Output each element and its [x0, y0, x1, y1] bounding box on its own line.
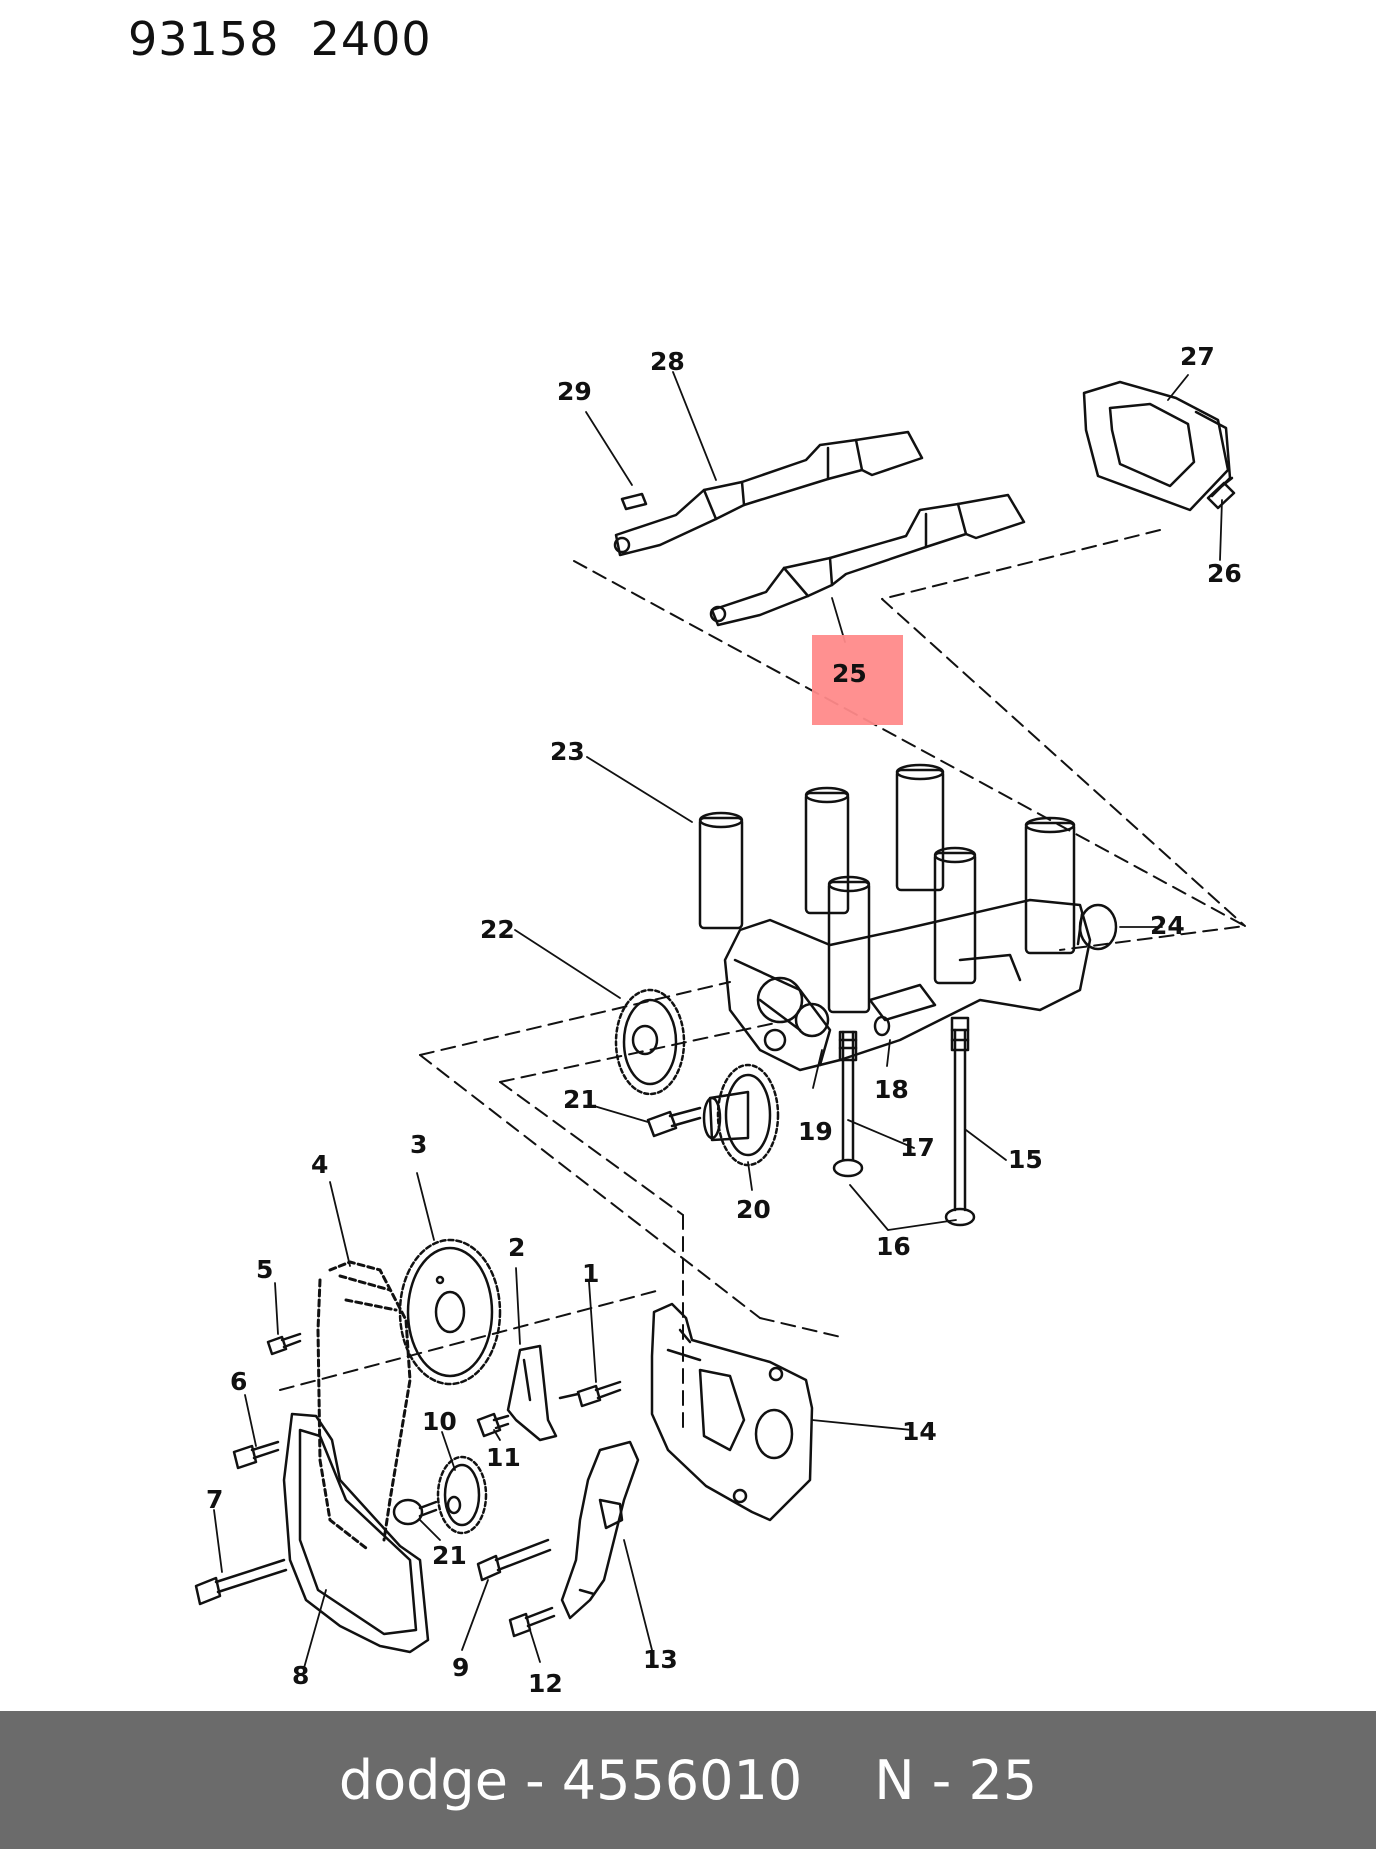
callout-20: 20: [736, 1195, 771, 1224]
long-bolt-part-15: [944, 1016, 976, 1227]
chain-cover-part-8: [282, 1412, 430, 1654]
callout-14: 14: [902, 1417, 937, 1446]
callout-numbers: 29 28 27 26 25 23 24 22 21 20 19 18 17 1…: [206, 342, 1242, 1698]
callout-15: 15: [1008, 1145, 1043, 1174]
callout-17: 17: [900, 1133, 935, 1162]
chain-guide-part-2: [506, 1344, 558, 1442]
plug-part-24: [1076, 903, 1118, 951]
callout-27: 27: [1180, 342, 1215, 371]
nut-part-11: [476, 1412, 510, 1438]
callout-1: 1: [582, 1259, 599, 1288]
callout-23: 23: [550, 737, 585, 766]
balance-shaft-part-25: [709, 493, 1026, 627]
callout-3: 3: [410, 1130, 427, 1159]
bolt-part-26: [1206, 476, 1236, 510]
highlight-box-part-25: [812, 635, 903, 725]
callout-9: 9: [452, 1653, 469, 1682]
exploded-parts-diagram: 29 28 27 26 25 23 24 22 21 20 19 18 17 1…: [194, 342, 1246, 1698]
tensioner-part-13: [560, 1440, 640, 1620]
bolt-part-12: [508, 1606, 556, 1638]
callout-29: 29: [557, 377, 592, 406]
callout-24: 24: [1150, 911, 1185, 940]
callout-6: 6: [230, 1367, 247, 1396]
callout-11: 11: [486, 1443, 521, 1472]
bolt-part-1: [558, 1380, 622, 1408]
caption-bar: dodge - 4556010 N - 25: [0, 1711, 1376, 1849]
callout-19: 19: [798, 1117, 833, 1146]
caption-part-number: dodge - 4556010: [338, 1748, 803, 1812]
callout-8: 8: [292, 1661, 309, 1690]
callout-22: 22: [480, 915, 515, 944]
caption-callout-ref: N - 25: [874, 1748, 1038, 1812]
cover-plate-part-27: [1082, 380, 1232, 512]
bolt-part-5: [266, 1332, 302, 1356]
balance-shaft-carrier-part-23: [698, 763, 1092, 1072]
callout-18: 18: [874, 1075, 909, 1104]
sprocket-part-22: [614, 988, 686, 1096]
assembly-dashed-lines: [279, 529, 1246, 1431]
callout-28: 28: [650, 347, 685, 376]
housing-plate-part-14: [650, 1302, 814, 1522]
bolt-part-21-lower: [392, 1498, 438, 1526]
small-sprocket-part-10: [436, 1455, 488, 1535]
bolt-part-7: [194, 1558, 288, 1606]
callout-7: 7: [206, 1485, 223, 1514]
callout-26: 26: [1207, 559, 1242, 588]
callout-5: 5: [256, 1255, 273, 1284]
callout-13: 13: [643, 1645, 678, 1674]
long-bolt-part-17: [832, 1030, 864, 1178]
crank-sprocket-part-3: [398, 1238, 502, 1386]
callout-16: 16: [876, 1232, 911, 1261]
bolt-part-21-upper: [646, 1106, 702, 1138]
callout-21-lower: 21: [432, 1541, 467, 1570]
key-part-29: [620, 492, 648, 511]
document-code: 93158 2400: [128, 12, 432, 66]
callout-4: 4: [311, 1150, 328, 1179]
callout-25: 25: [832, 659, 867, 688]
balance-shaft-part-28: [613, 430, 924, 557]
callout-10: 10: [422, 1407, 457, 1436]
timing-chain-part-4: [316, 1260, 412, 1550]
callout-2: 2: [508, 1233, 525, 1262]
bolt-part-6: [232, 1440, 280, 1470]
bolt-part-9: [476, 1538, 552, 1582]
callout-12: 12: [528, 1669, 563, 1698]
callout-21-upper: 21: [563, 1085, 598, 1114]
leader-lines: [213, 371, 1223, 1669]
gear-part-20: [702, 1063, 780, 1167]
